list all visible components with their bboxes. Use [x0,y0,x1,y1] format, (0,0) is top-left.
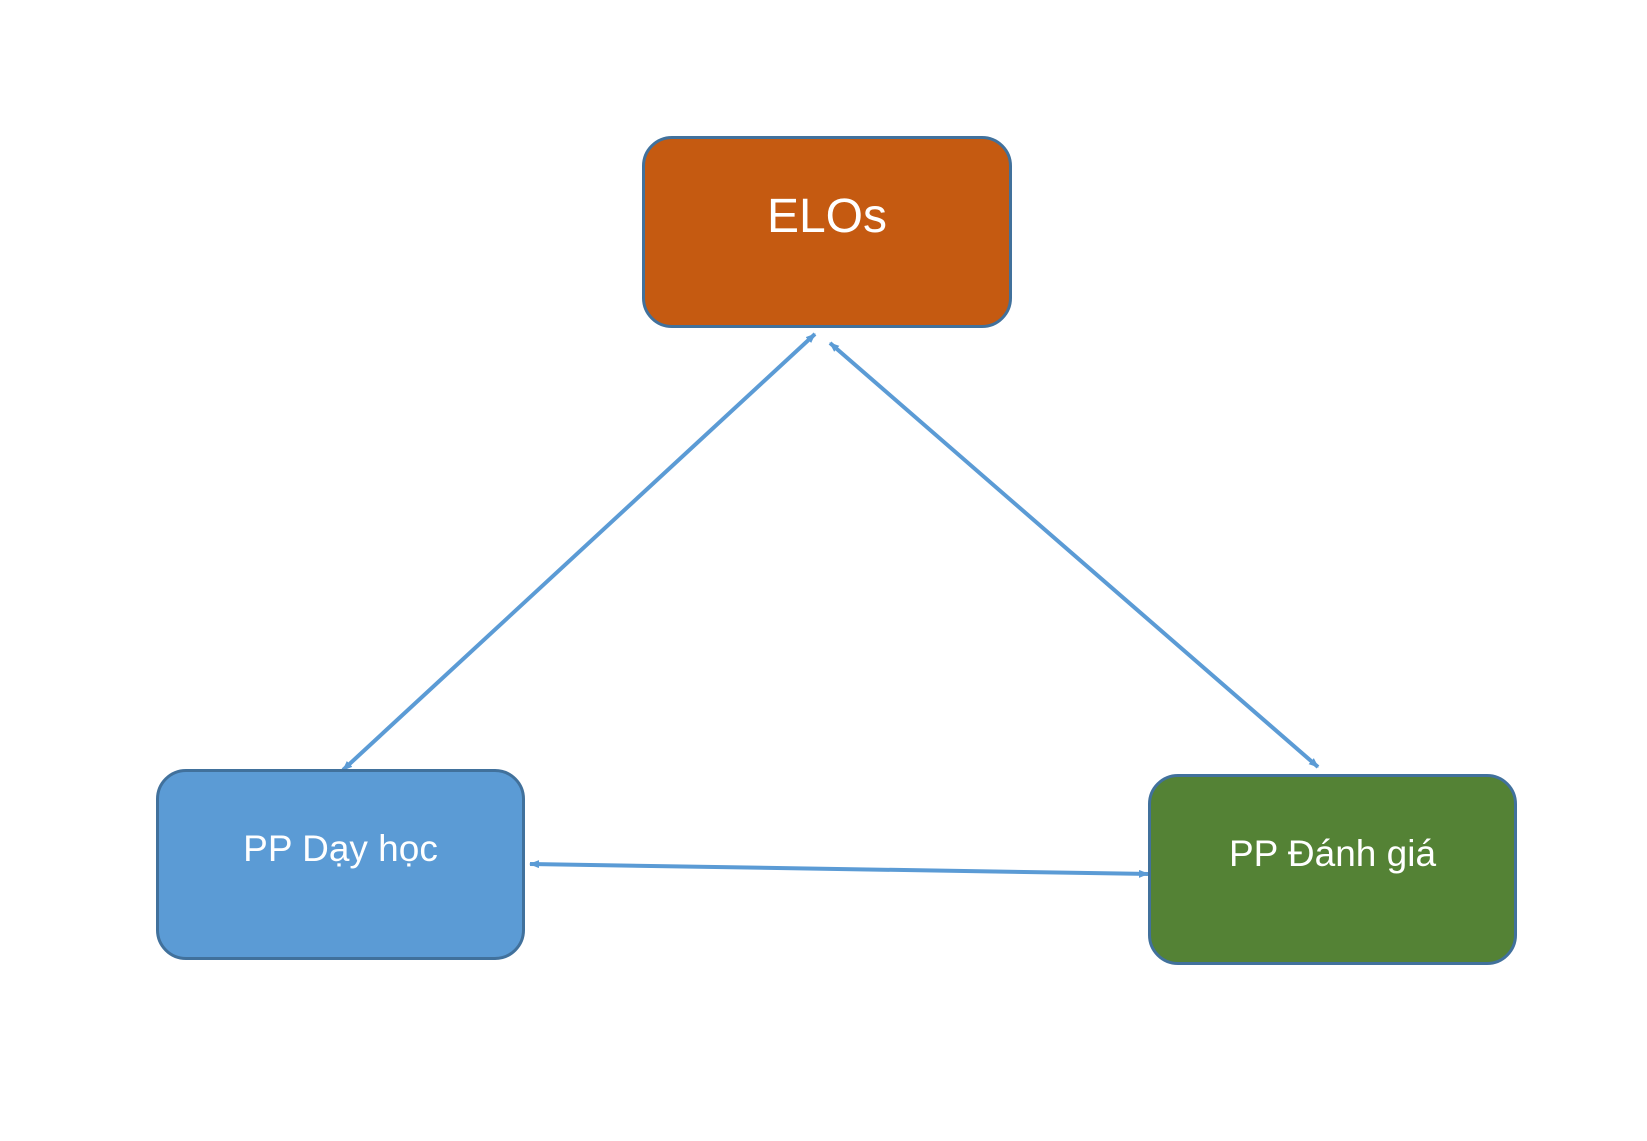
node-pp-day-hoc-label: PP Dạy học [243,828,438,869]
node-pp-danh-gia-label: PP Đánh giá [1228,833,1437,874]
connector-elos-danhgia [828,341,1320,769]
node-elos-label: ELOs [766,190,888,243]
node-elos: ELOs [642,136,1012,328]
node-pp-danh-gia: PP Đánh giá [1148,774,1517,965]
node-pp-day-hoc: PP Dạy học [156,769,525,960]
connector-elos-dayhoc [341,332,817,772]
connector-dayhoc-danhgia [529,860,1149,878]
